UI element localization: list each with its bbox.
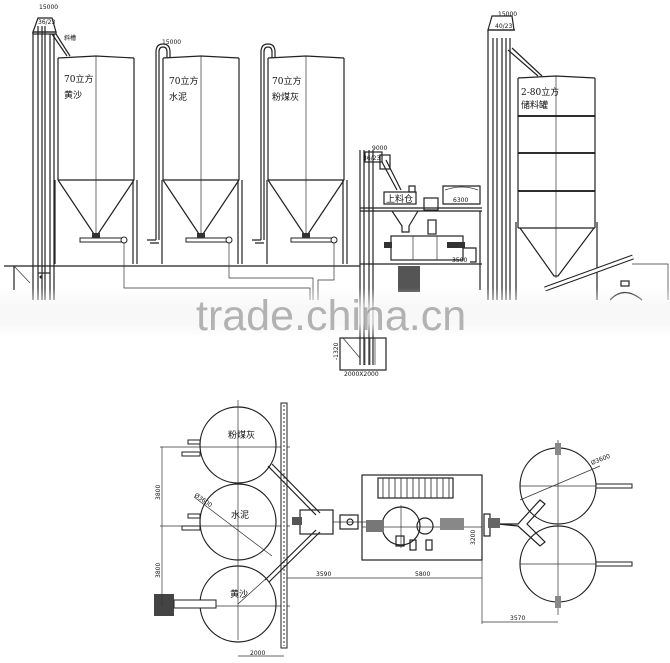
silo-cement-pipe-height: 15000 bbox=[162, 39, 181, 46]
plan-silo-flyash-label: 粉煤灰 bbox=[228, 429, 255, 441]
silo-sand: 70立方 黄沙 bbox=[54, 55, 138, 264]
dim-to-mixer: 3590 bbox=[316, 571, 331, 578]
plan-mixer: 3200 bbox=[361, 474, 491, 561]
plan-dimensions: 3800 3800 2000 3590 5800 3570 bbox=[155, 447, 558, 657]
plan-silo-cement-label: 水泥 bbox=[231, 509, 249, 521]
silo-cement-capacity: 70立方 bbox=[169, 75, 198, 87]
pit-size: 2000X2000 bbox=[344, 371, 379, 378]
plan-silo-sand-label: 黄沙 bbox=[230, 588, 248, 600]
silo-cement: 15000 70立方 水泥 bbox=[147, 39, 243, 264]
dim-offset-bottom: 2000 bbox=[250, 650, 265, 657]
dim-mixer-length: 5800 bbox=[415, 571, 430, 578]
mixer-width-dim: 3200 bbox=[470, 530, 477, 545]
silo-cement-material: 水泥 bbox=[169, 91, 187, 103]
chute-label: 斜槽 bbox=[64, 34, 76, 42]
left-elevator-height: 15000 bbox=[39, 4, 58, 11]
product-elevator-ratio: 40/23 bbox=[495, 23, 512, 30]
dim-spacing-2: 3800 bbox=[155, 563, 162, 578]
plan-silo-flyash: 粉煤灰 bbox=[160, 400, 290, 640]
plan-view: 粉煤灰 水泥 Ø3600 黄沙 bbox=[154, 400, 633, 657]
plan-silo-cement: 水泥 Ø3600 bbox=[160, 483, 290, 561]
product-elevator-height: 15000 bbox=[498, 11, 517, 18]
mixer-elevator-height: 9000 bbox=[372, 145, 387, 152]
silo-sand-capacity: 70立方 bbox=[64, 73, 93, 85]
silo-flyash-material: 粉煤灰 bbox=[272, 91, 299, 103]
right-silo-diameter: Ø3600 bbox=[590, 453, 611, 467]
dim-to-right-silos: 3570 bbox=[510, 615, 525, 622]
left-bucket-elevator: 15000 36/23 斜槽 bbox=[32, 4, 76, 300]
plan-silo-sand: 黄沙 bbox=[154, 565, 290, 643]
feed-hopper-label: 上料仓 bbox=[386, 193, 413, 205]
mixer-station: 上料仓 6300 3500 9000 36/23 bbox=[359, 145, 482, 365]
pit-depth: -1320 bbox=[333, 342, 340, 360]
dim-spacing-1: 3800 bbox=[155, 485, 162, 500]
pit: -1320 2000X2000 bbox=[333, 337, 387, 378]
silo-flyash: 70立方 粉煤灰 bbox=[252, 43, 348, 264]
silo-sand-material: 黄沙 bbox=[64, 89, 82, 101]
product-silo-capacity: 2-80立方 bbox=[521, 86, 559, 98]
product-silo: 15000 40/23 2-80立方 储料罐 bbox=[487, 11, 669, 301]
mixer-dim-bottom: 3500 bbox=[452, 257, 467, 264]
mixer-dim-top: 6300 bbox=[453, 197, 468, 204]
left-elevator-ratio: 36/23 bbox=[38, 19, 55, 26]
plan-right-silos: Ø3600 bbox=[488, 440, 633, 615]
mixer-elevator-ratio: 36/23 bbox=[363, 155, 380, 162]
product-silo-name: 储料罐 bbox=[521, 99, 548, 111]
silo-flyash-capacity: 70立方 bbox=[272, 75, 301, 87]
elevation-view: 15000 36/23 斜槽 70立方 黄沙 bbox=[4, 4, 669, 378]
